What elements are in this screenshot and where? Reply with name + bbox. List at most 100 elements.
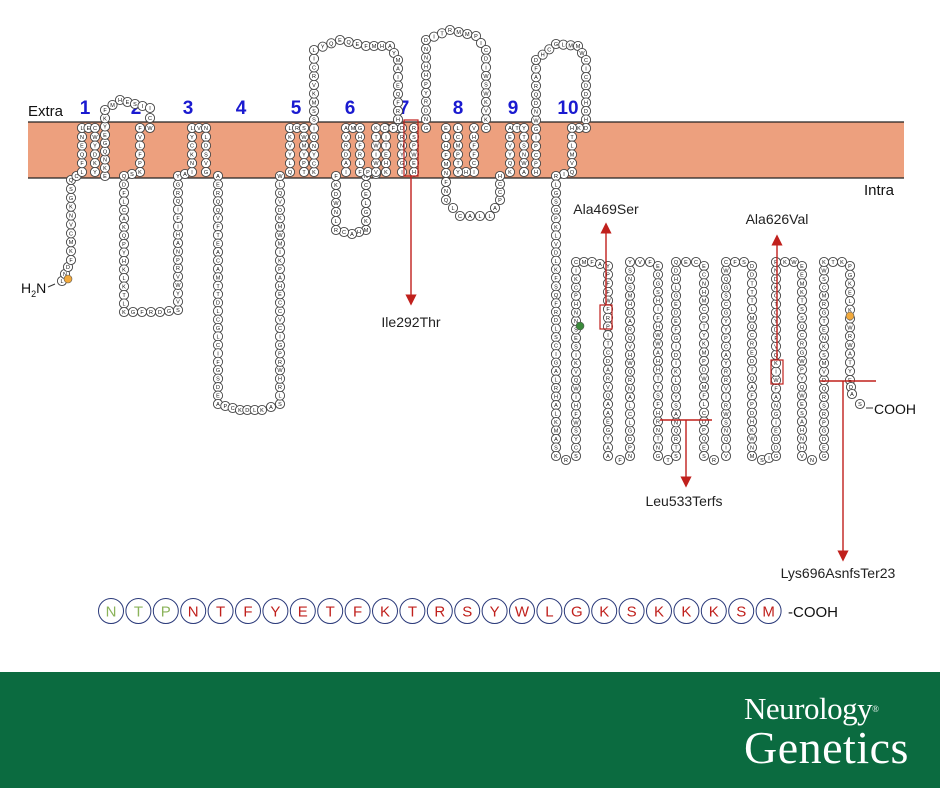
residue-letter: E <box>216 182 220 188</box>
residue-letter: K <box>484 100 488 106</box>
residue-letter: D <box>774 328 778 334</box>
residue-letter: Y <box>122 251 126 257</box>
residue-letter: D <box>245 408 249 414</box>
residue-letter: E <box>216 242 220 248</box>
residue-letter: H <box>584 118 588 124</box>
residue-bead <box>144 122 156 134</box>
residue-letter: S <box>858 402 862 408</box>
residue-letter: C <box>702 411 706 417</box>
residue-letter: A <box>534 75 538 81</box>
residue-bead <box>644 256 656 268</box>
sequence-residue-letter: K <box>654 604 664 621</box>
mutation-label-leu533terfs: Leu533Terfs <box>645 493 722 509</box>
residue-letter: M <box>396 58 401 64</box>
residue-letter: Y <box>312 153 316 159</box>
residue-letter: K <box>674 370 678 376</box>
residue-letter: A <box>396 67 400 73</box>
residue-letter: W <box>773 378 779 384</box>
residue-letter: S <box>216 377 220 383</box>
residue-letter: V <box>484 109 488 115</box>
residue-letter: T <box>302 170 306 176</box>
residue-letter: E <box>702 445 706 451</box>
residue-letter: W <box>573 420 579 426</box>
residue-letter: N <box>534 110 538 116</box>
residue-letter: Q <box>312 135 317 141</box>
residue-letter: D <box>484 57 488 63</box>
residue-letter: D <box>400 126 404 132</box>
residue-bead <box>796 450 808 462</box>
residue-bead <box>408 122 420 134</box>
residue-letter: F <box>774 387 778 393</box>
residue-letter: V <box>774 344 778 350</box>
residue-letter: V <box>312 83 316 89</box>
residue-letter: F <box>590 260 594 266</box>
residue-letter: Q <box>800 385 805 391</box>
residue-letter: C <box>702 273 706 279</box>
residue-letter: D <box>424 38 428 44</box>
residue-letter: F <box>702 394 706 400</box>
residue-letter: Y <box>176 291 180 297</box>
residue-bead <box>452 122 464 134</box>
residue-letter: Q <box>329 41 334 47</box>
residue-letter: Y <box>724 319 728 325</box>
residue-letter: V <box>638 260 642 266</box>
residue-bead <box>560 454 572 466</box>
residue-letter: P <box>702 359 706 365</box>
residue-letter: K <box>822 260 826 266</box>
residue-letter: Q <box>444 198 449 204</box>
residue-letter: R <box>176 266 180 272</box>
residue-letter: C <box>484 48 488 54</box>
residue-letter: R <box>800 342 804 348</box>
residue-letter: H <box>122 259 126 265</box>
residue-letter: F <box>606 281 610 287</box>
sequence-residue-letter: T <box>216 604 225 621</box>
residue-letter: G <box>358 126 362 132</box>
residue-letter: R <box>606 316 610 322</box>
residue-letter: T <box>656 437 660 443</box>
residue-letter: R <box>358 152 362 158</box>
residue-letter: D <box>554 250 558 256</box>
residue-letter: E <box>396 84 400 90</box>
residue-letter: C <box>69 231 73 237</box>
residue-letter: Y <box>176 174 180 180</box>
residue-letter: A <box>848 352 852 358</box>
residue-bead <box>447 202 459 214</box>
residue-letter: W <box>847 325 853 331</box>
residue-letter: G <box>822 311 826 317</box>
residue-letter: S <box>800 307 804 313</box>
residue-letter: L <box>253 408 256 414</box>
c-terminus-label: COOH <box>874 401 916 417</box>
residue-letter: W <box>521 161 527 167</box>
residue-letter: H <box>396 118 400 124</box>
residue-letter: N <box>334 210 338 216</box>
residue-letter: G <box>167 309 171 315</box>
residue-letter: G <box>131 310 135 316</box>
residue-letter: N <box>63 272 67 278</box>
residue-bead <box>746 450 758 462</box>
residue-letter: W <box>483 74 489 80</box>
residue-letter: M <box>302 144 307 150</box>
residue-letter: I <box>485 65 487 71</box>
residue-letter: Q <box>278 191 283 197</box>
residue-letter: Y <box>606 264 610 270</box>
residue-letter: K <box>577 126 581 132</box>
residue-letter: R <box>334 228 338 234</box>
residue-letter: M <box>702 385 707 391</box>
residue-letter: D <box>344 152 348 158</box>
topology-diagram: Extra Intra 1 2 3 4 5 6 7 8 9 10 LNDFKMC… <box>21 24 916 624</box>
residue-letter: F <box>606 307 610 313</box>
residue-bead <box>330 170 342 182</box>
residue-bead <box>440 194 452 206</box>
residue-letter: C <box>216 318 220 324</box>
residue-letter: E <box>278 292 282 298</box>
residue-letter: L <box>488 214 491 220</box>
residue-letter: P <box>424 82 428 88</box>
residue-letter: H <box>444 144 448 150</box>
residue-letter: L <box>122 200 125 206</box>
residue-letter: F <box>216 360 220 366</box>
residue-letter: Q <box>288 170 293 176</box>
residue-letter: T <box>374 135 378 141</box>
residue-letter: F <box>69 258 73 264</box>
residue-letter: Q <box>724 437 729 443</box>
residue-letter: D <box>534 101 538 107</box>
